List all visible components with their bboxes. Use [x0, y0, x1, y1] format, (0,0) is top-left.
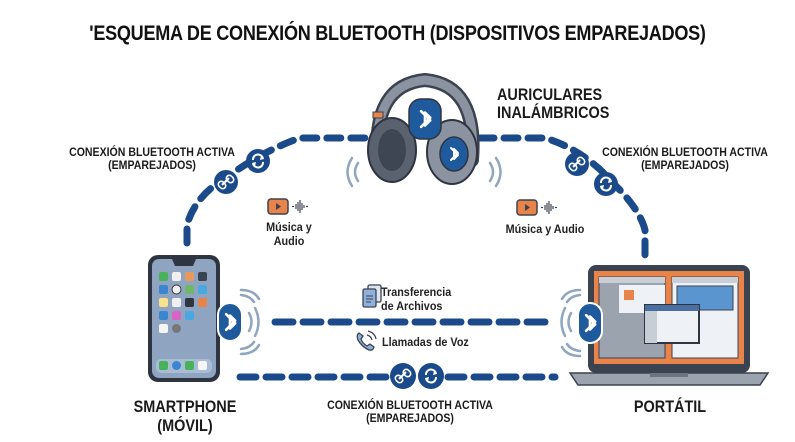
- connection-label-bottom: CONEXIÓN BLUETOOTH ACTIVA (EMPAREJADOS): [313, 399, 507, 425]
- signal-waves-icon: [346, 156, 502, 188]
- laptop-label: PORTÁTIL: [633, 397, 707, 416]
- feature-label-line1: Transferencia: [381, 285, 452, 299]
- feature-label-line2: de Archivos: [381, 299, 443, 313]
- sync-icon: [418, 363, 444, 389]
- connection-label-left: CONEXIÓN BLUETOOTH ACTIVA (EMPAREJADOS): [64, 146, 240, 172]
- smartphone-label-line1: SMARTPHONE: [133, 397, 237, 416]
- signal-waves-icon: [239, 288, 261, 356]
- link-icon: [390, 363, 416, 389]
- connection-label-line1: CONEXIÓN BLUETOOTH ACTIVA: [327, 398, 493, 412]
- signal-waves-icon: [560, 288, 582, 358]
- link-icon: [214, 170, 238, 194]
- connection-label-line2: (EMPAREJADOS): [641, 158, 729, 172]
- headphones-label-line2: INALÁMBRICOS: [497, 103, 610, 122]
- music-play-icon: [267, 198, 308, 215]
- feature-file-transfer: Transferencia de Archivos: [381, 285, 471, 313]
- sync-icon: [594, 172, 618, 196]
- headphones-label-line1: AURICULARES: [497, 85, 603, 104]
- phone-icon: [356, 330, 377, 351]
- headphones-icon: [367, 72, 480, 185]
- feature-voice-calls: Llamadas de Voz: [382, 335, 469, 349]
- app-icons: [156, 272, 212, 373]
- laptop-icon: [568, 265, 770, 386]
- smartphone-icon: [148, 255, 243, 382]
- connection-label-line1: CONEXIÓN BLUETOOTH ACTIVA: [602, 145, 768, 159]
- file-icon: [362, 284, 382, 308]
- connection-label-right: CONEXIÓN BLUETOOTH ACTIVA (EMPAREJADOS): [597, 146, 773, 172]
- connection-label-line2: (EMPAREJADOS): [366, 411, 454, 425]
- sync-icon: [246, 149, 270, 173]
- feature-label-line1: Música y: [266, 220, 312, 234]
- smartphone-label: SMARTPHONE (MÓVIL): [130, 397, 241, 435]
- smartphone-label-line2: (MÓVIL): [157, 416, 213, 435]
- music-play-icon: [516, 199, 557, 216]
- page-title: 'ESQUEMA DE CONEXIÓN BLUETOOTH (DISPOSIT…: [89, 22, 706, 45]
- connection-label-line1: CONEXIÓN BLUETOOTH ACTIVA: [69, 145, 235, 159]
- link-icon: [565, 152, 589, 176]
- feature-music-left: Música y Audio: [258, 220, 321, 248]
- headphones-label: AURICULARES INALÁMBRICOS: [497, 86, 609, 122]
- connection-label-line2: (EMPAREJADOS): [108, 158, 196, 172]
- feature-label-line2: Audio: [273, 234, 305, 248]
- feature-music-right: Música y Audio: [505, 222, 585, 236]
